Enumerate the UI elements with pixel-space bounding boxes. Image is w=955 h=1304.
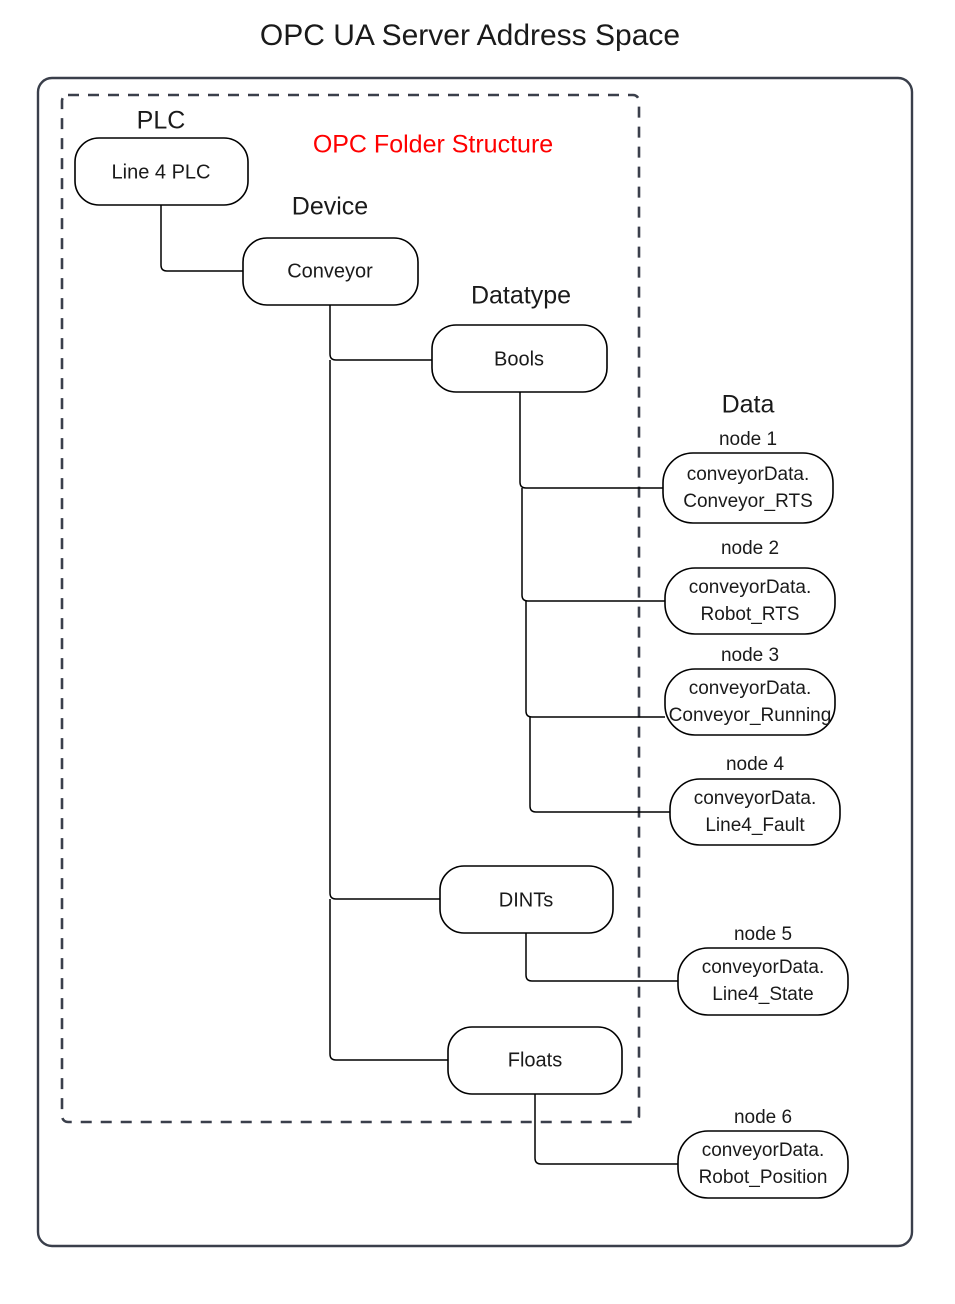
data-node-2-caption: node 2 xyxy=(721,538,779,559)
edge-device-to-dints xyxy=(329,360,440,900)
data-node-6-line2: Robot_Position xyxy=(699,1167,828,1188)
edge-bools-to-node1 xyxy=(519,392,663,489)
data-node-5[interactable]: node 5 conveyorData. Line4_State xyxy=(677,924,849,1016)
group-label-device: Device xyxy=(292,193,368,221)
edge-bools-to-node2 xyxy=(521,488,665,602)
node-floats-label: Floats xyxy=(508,1049,562,1071)
edge-plc-to-device xyxy=(160,205,243,272)
data-node-4-shape xyxy=(669,778,841,846)
node-floats-shape xyxy=(447,1026,623,1095)
data-node-3-caption: node 3 xyxy=(721,645,779,666)
node-dints-shape xyxy=(439,865,614,934)
node-conveyor-shape xyxy=(242,237,419,306)
data-node-6[interactable]: node 6 conveyorData. Robot_Position xyxy=(677,1107,849,1199)
edge-device-to-bools xyxy=(329,305,432,361)
edge-device-to-floats xyxy=(329,899,448,1061)
edge-floats-to-node6 xyxy=(534,1093,678,1165)
opc-folder-structure-label: OPC Folder Structure xyxy=(313,131,553,159)
node-line4-plc-shape xyxy=(74,137,249,206)
edge-dints-to-node5 xyxy=(525,932,678,982)
data-node-1[interactable]: node 1 conveyorData. Conveyor_RTS xyxy=(662,429,834,524)
data-node-5-shape xyxy=(677,947,849,1016)
data-node-3-line2: Conveyor_Running xyxy=(669,705,832,726)
data-node-6-line1: conveyorData. xyxy=(702,1140,825,1161)
data-node-4-line2: Line4_Fault xyxy=(705,815,805,836)
node-dints[interactable]: DINTs xyxy=(439,865,614,934)
data-node-1-line1: conveyorData. xyxy=(687,464,810,485)
group-label-data: Data xyxy=(722,391,775,419)
data-node-4-caption: node 4 xyxy=(726,754,785,775)
data-node-2-line1: conveyorData. xyxy=(689,577,812,598)
data-node-1-shape xyxy=(662,452,834,524)
data-node-3-line1: conveyorData. xyxy=(689,678,812,699)
opc-folder-structure-boundary xyxy=(60,93,641,1124)
data-node-2-line2: Robot_RTS xyxy=(701,604,800,625)
data-node-5-line2: Line4_State xyxy=(712,984,813,1005)
data-node-1-line2: Conveyor_RTS xyxy=(683,491,813,512)
data-node-6-shape xyxy=(677,1130,849,1199)
group-label-plc: PLC xyxy=(137,107,186,135)
node-dints-label: DINTs xyxy=(499,889,553,911)
data-node-2[interactable]: node 2 conveyorData. Robot_RTS xyxy=(664,538,836,635)
data-node-5-caption: node 5 xyxy=(734,924,792,945)
edge-bools-to-node4 xyxy=(529,717,670,813)
edge-bools-to-node3 xyxy=(525,601,665,718)
node-floats[interactable]: Floats xyxy=(447,1026,623,1095)
node-line4-plc-label: Line 4 PLC xyxy=(112,161,211,183)
data-node-3-shape xyxy=(664,668,836,736)
data-node-4-line1: conveyorData. xyxy=(694,788,817,809)
node-line4-plc[interactable]: Line 4 PLC xyxy=(74,137,249,206)
node-bools-shape xyxy=(431,324,608,393)
data-node-3[interactable]: node 3 conveyorData. Conveyor_Running xyxy=(664,645,836,736)
group-label-datatype: Datatype xyxy=(471,282,571,310)
node-conveyor-label: Conveyor xyxy=(287,260,373,282)
data-node-6-caption: node 6 xyxy=(734,1107,792,1128)
data-node-5-line1: conveyorData. xyxy=(702,957,825,978)
data-node-1-caption: node 1 xyxy=(719,429,777,450)
data-node-4[interactable]: node 4 conveyorData. Line4_Fault xyxy=(669,754,841,846)
node-conveyor[interactable]: Conveyor xyxy=(242,237,419,306)
page-title: OPC UA Server Address Space xyxy=(260,19,680,52)
node-bools-label: Bools xyxy=(494,348,544,370)
data-node-2-shape xyxy=(664,567,836,635)
node-bools[interactable]: Bools xyxy=(431,324,608,393)
